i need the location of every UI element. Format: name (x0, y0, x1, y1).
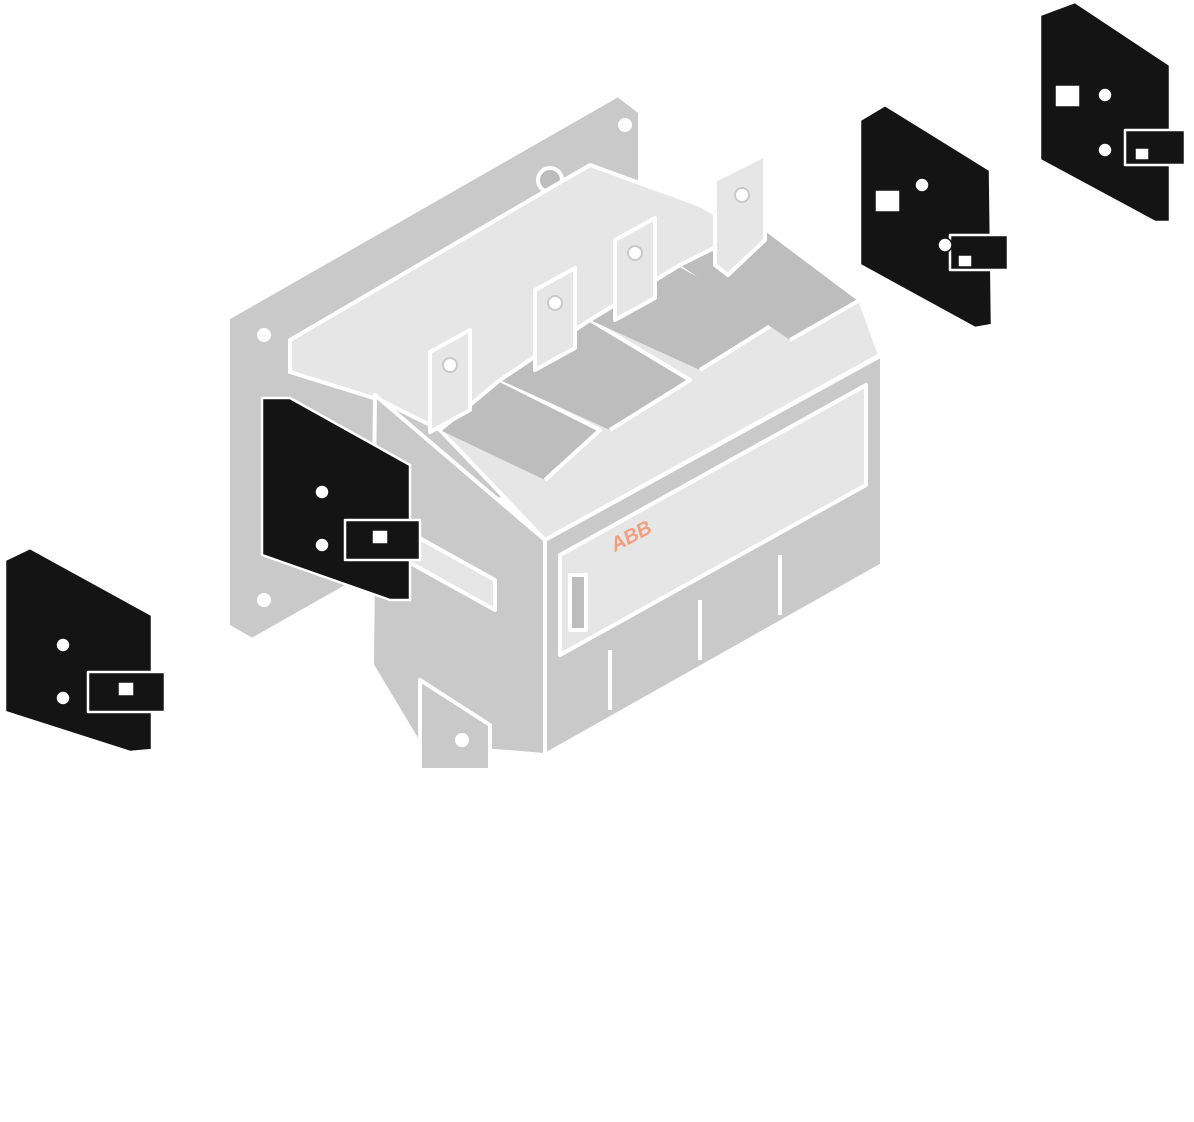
front-panel (558, 383, 868, 657)
auxiliary-block-mounted (260, 396, 422, 602)
mounting-hole (255, 326, 273, 344)
terminal-hole (547, 295, 563, 311)
terminal (428, 328, 472, 434)
terminal-hole (442, 357, 458, 373)
mounting-hole (616, 116, 634, 134)
terminal (613, 216, 657, 322)
indicator-window (568, 573, 588, 632)
auxiliary-block-left (3, 546, 167, 754)
mounting-foot (418, 678, 492, 772)
auxiliary-block-top-2 (1038, 0, 1187, 224)
terminal-hole (734, 187, 750, 203)
terminal (713, 153, 767, 277)
terminal (533, 266, 577, 372)
mounting-hole (255, 591, 273, 609)
auxiliary-block-top-1 (858, 103, 1010, 330)
terminal-hole (627, 245, 643, 261)
mounting-hole (453, 731, 471, 749)
